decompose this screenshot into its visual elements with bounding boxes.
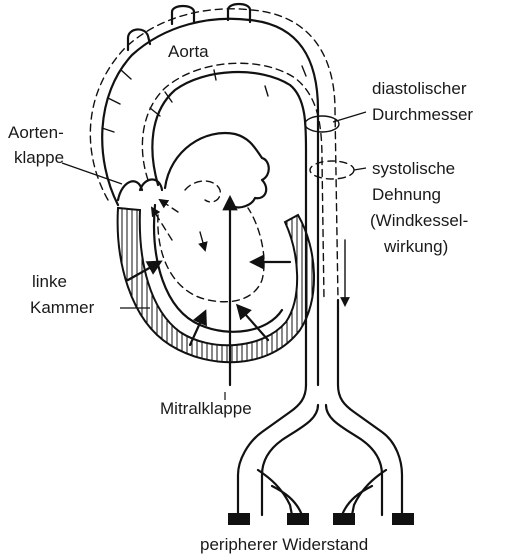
label-left-ventricle-1: linke	[32, 272, 67, 291]
label-aorta: Aorta	[168, 42, 209, 61]
left-ventricle-wall	[116, 206, 315, 364]
contraction-arrows	[126, 194, 292, 387]
resistance-blocks	[228, 513, 414, 525]
arch-branches	[126, 2, 252, 52]
label-systolic-1: systolische	[372, 159, 455, 178]
aorta-wall-ticks	[101, 65, 307, 133]
label-mitral-valve: Mitralklappe	[160, 399, 252, 418]
label-peripheral-resistance: peripherer Widerstand	[200, 535, 368, 554]
aorta-inner-wall	[151, 71, 308, 387]
label-systolic-4: wirkung)	[383, 237, 448, 256]
aorta-systolic-outer-dashed	[89, 8, 339, 301]
leader-lines	[61, 111, 367, 400]
left-ventricle-inner-wall	[153, 203, 284, 333]
label-aortic-valve-1: Aorten-	[8, 123, 64, 142]
label-systolic-2: Dehnung	[372, 185, 441, 204]
diastolic-diameter-ring	[304, 115, 340, 133]
aortic-valve-cusps	[116, 178, 164, 202]
peripheral-arteries	[236, 298, 404, 517]
label-diastolic-1: diastolischer	[372, 79, 467, 98]
label-systolic-3: (Windkessel-	[370, 211, 468, 230]
mitral-valve-dashed	[184, 180, 221, 203]
aorta-outer-wall	[101, 17, 320, 387]
systolic-dilation-ring	[309, 160, 355, 180]
ventricle-contracted-dashed	[157, 207, 265, 303]
label-aortic-valve-2: klappe	[14, 148, 64, 167]
label-diastolic-2: Durchmesser	[372, 105, 473, 124]
label-left-ventricle-2: Kammer	[30, 298, 95, 317]
left-atrium-outline	[163, 131, 270, 209]
aorta-systolic-inner-dashed	[141, 62, 325, 301]
